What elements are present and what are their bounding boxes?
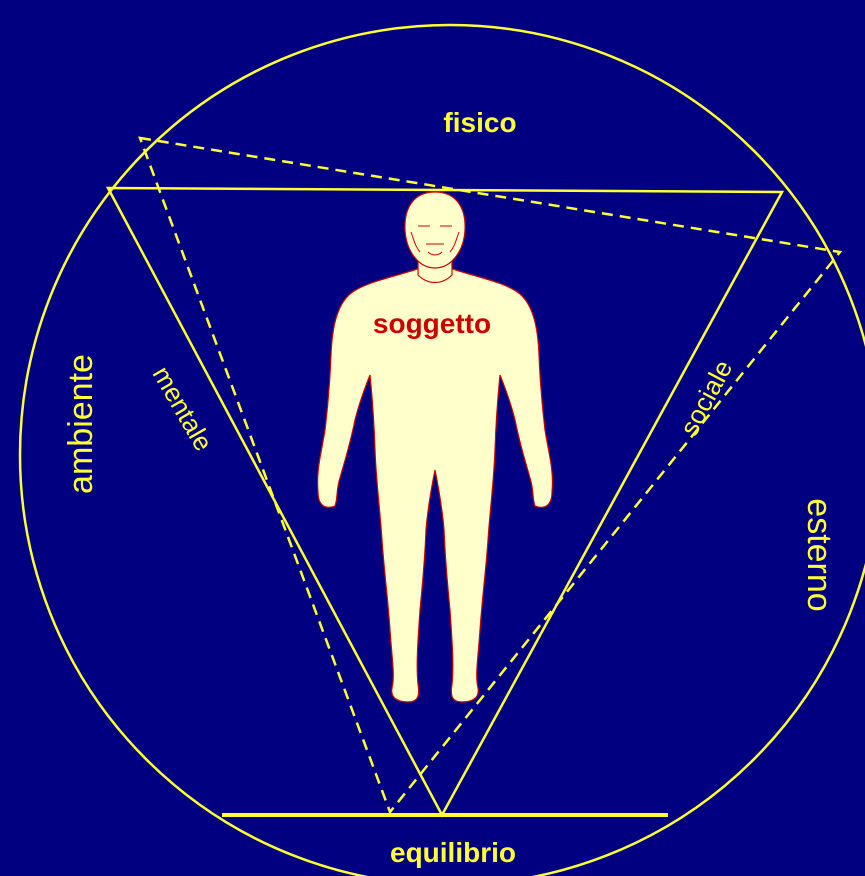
label-esterno: esterno [800,498,838,611]
label-fisico: fisico [443,107,516,138]
label-sociale: sociale [674,355,738,441]
label-soggetto: soggetto [373,308,491,339]
label-equilibrio: equilibrio [390,837,516,868]
figure-head [405,192,465,268]
label-ambiente: ambiente [62,354,100,494]
human-figure [318,192,553,702]
